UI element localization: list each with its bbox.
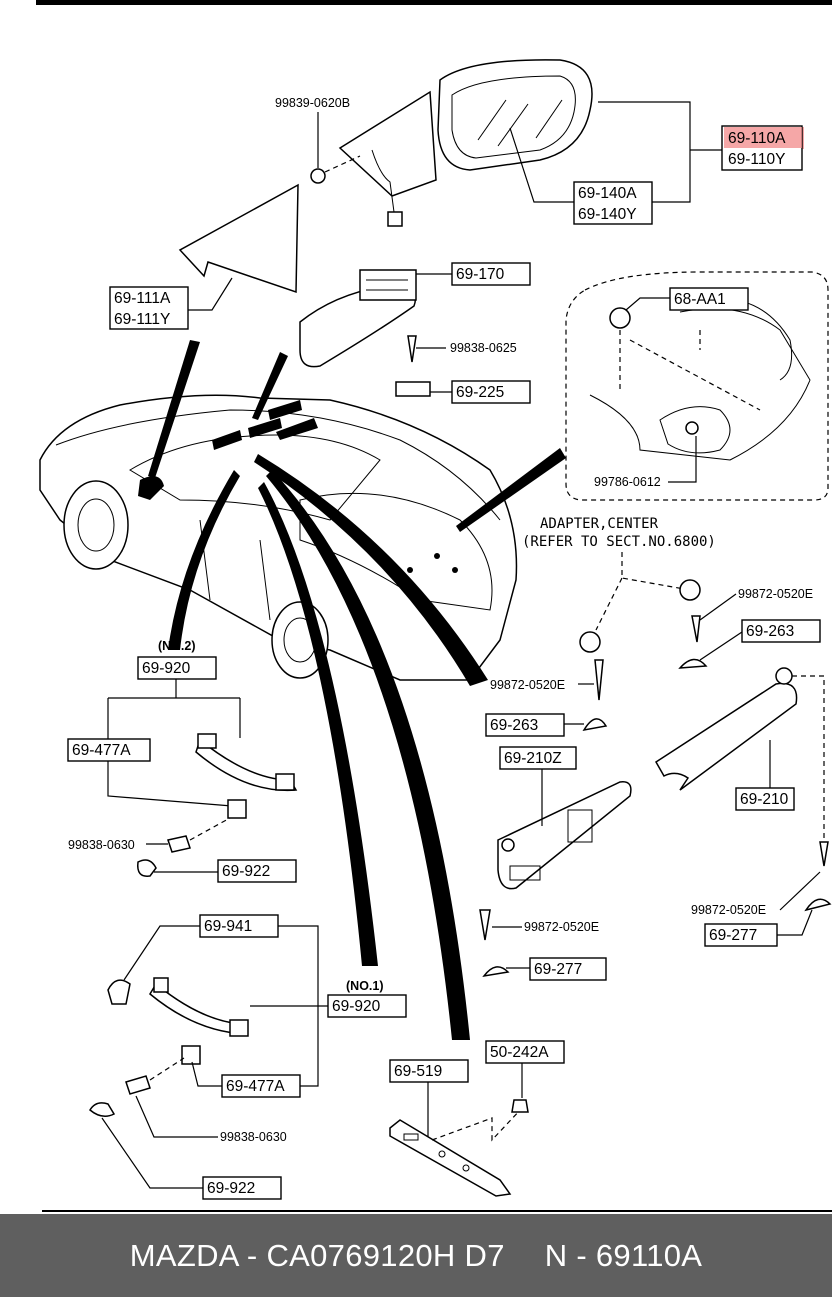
assist-grip-no1-drawing [89, 977, 249, 1117]
no1-label: (NO.1) [346, 979, 384, 993]
rearview-mirror-drawing [299, 269, 431, 397]
parts-diagram: 99839-0620B 69-110A 69-110Y 69-140A 69-1… [36, 0, 832, 1212]
adapter-center-left [579, 631, 601, 653]
cap-69263-a-label: 69-263 [746, 623, 794, 640]
bracket-69477a-b-label: 69-477A [226, 1078, 285, 1095]
nut-50242a-label: 50-242A [490, 1044, 549, 1061]
mirror-69110a-label: 69-110A [728, 130, 786, 147]
trunk-detail-frame [565, 271, 829, 501]
bottom-rule [42, 1210, 832, 1212]
screw-0520e-b-label: 99872-0520E [490, 678, 565, 692]
mirror-69110y-label: 69-110Y [728, 151, 785, 168]
trunk-detail-drawing [589, 297, 811, 461]
cover-69941-label: 69-941 [204, 918, 252, 935]
bracket-69477a-a-label: 69-477A [72, 742, 131, 759]
holder-69277-b-label: 69-277 [709, 927, 757, 944]
grip-69920-b-label: 69-920 [332, 998, 381, 1015]
adapter-note-line2: (REFER TO SECT.NO.6800) [522, 534, 716, 550]
screw-0520e-a-label: 99872-0520E [738, 587, 813, 601]
screw-0520e-c-label: 99872-0520E [524, 920, 599, 934]
sunvisor-right-drawing [654, 667, 829, 867]
screw-0612-label: 99786-0612 [594, 475, 661, 489]
base-69225-label: 69-225 [456, 384, 504, 401]
clip-68aa1-label: 68-AA1 [674, 291, 726, 308]
hook-69519-drawing [389, 1099, 529, 1197]
leader-wedges [148, 340, 566, 1040]
part-number-footer: MAZDA - CA0769120H D7 N - 69110A [0, 1214, 832, 1297]
cap-69922-b-label: 69-922 [207, 1180, 255, 1197]
rearview-69170-label: 69-170 [456, 266, 505, 283]
glass-69140y-label: 69-140Y [578, 206, 637, 223]
no2-label: (NO.2) [158, 639, 196, 653]
visor-69210-label: 69-210 [740, 791, 789, 808]
screw-rearview-label: 99838-0625 [450, 341, 517, 355]
visor-69210z-label: 69-210Z [504, 750, 562, 767]
glass-69140a-label: 69-140A [578, 185, 637, 202]
adapter-center-right [679, 579, 701, 601]
screw-0630-b-label: 99838-0630 [220, 1130, 287, 1144]
screw-mirror-label: 99839-0620B [275, 96, 350, 110]
assist-grip-no2-drawing [137, 733, 298, 877]
screw-0520e-d-label: 99872-0520E [691, 903, 766, 917]
mirror-cover-drawing [178, 183, 299, 294]
adapter-note-line1: ADAPTER,CENTER [540, 516, 659, 532]
sunvisor-left-drawing [479, 781, 632, 941]
outside-mirror-drawing [310, 59, 593, 227]
grip-69920-a-label: 69-920 [142, 660, 191, 677]
cap-69263-b-label: 69-263 [490, 717, 538, 734]
footer-reference-code: N - 69110A [544, 1237, 703, 1273]
cover-69111y-label: 69-111Y [114, 311, 170, 328]
screw-0630-a-label: 99838-0630 [68, 838, 135, 852]
footer-part-number: MAZDA - CA0769120H D7 [129, 1237, 505, 1273]
top-border [36, 0, 832, 5]
hook-69519-label: 69-519 [394, 1063, 442, 1080]
holder-69277-a-label: 69-277 [534, 961, 582, 978]
cap-69922-a-label: 69-922 [222, 863, 270, 880]
cover-69111a-label: 69-111A [114, 290, 171, 307]
